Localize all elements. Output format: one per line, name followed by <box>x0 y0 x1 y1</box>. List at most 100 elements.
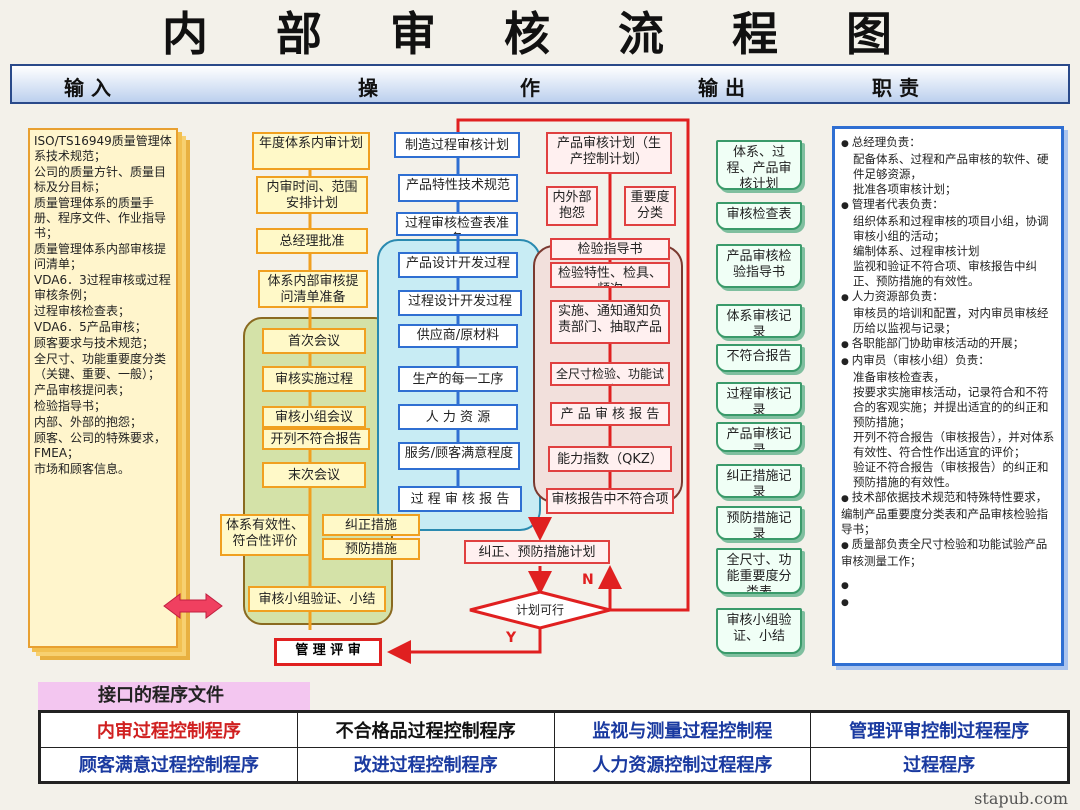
header-output: 输 出 <box>698 76 745 100</box>
resp-line: 质量部负责全尺寸检验和功能试验产品审核测量工作； <box>841 537 1055 569</box>
page-title: 内 部 审 核 流 程 图 <box>161 7 919 61</box>
inspection-feature-box: 检验特性、检具、频次 <box>550 262 670 288</box>
team-verification-box: 审核小组验证、小结 <box>248 586 386 612</box>
nonconformity-items-box: 审核报告中不符合项 <box>546 488 674 514</box>
input-item: 质量管理体系的质量手册、程序文件、作业指导书； <box>34 196 167 240</box>
resp-line: 编制体系、过程审核计划 <box>853 244 980 258</box>
corrective-preventive-plan-box: 纠正、预防措施计划 <box>464 540 610 564</box>
output-nonconformity-doc: 不符合报告 <box>716 344 802 372</box>
yes-label: Y <box>506 630 517 646</box>
input-item: VDA6．3过程审核或过程审核条例； <box>34 273 171 302</box>
interface-table: 内审过程控制程序 不合格品过程控制程序 监视与测量过程控制程 管理评审控制过程程… <box>38 710 1070 784</box>
interface-label: 接口的程序文件 <box>38 682 310 710</box>
input-item: 顾客、公司的特殊要求，FMEA； <box>34 431 167 460</box>
output-verification-doc: 审核小组验证、小结 <box>716 608 802 654</box>
resp-line <box>841 577 1055 594</box>
corrective-action-box: 纠正措施 <box>322 514 420 536</box>
input-item: 顾客要求与技术规范； <box>34 336 155 350</box>
each-process-box: 生产的每一工序 <box>398 366 518 392</box>
management-review-box: 管 理 评 审 <box>274 638 382 666</box>
input-item: 市场和顾客信息。 <box>34 462 131 476</box>
input-item: 过程审核检查表； <box>34 304 131 318</box>
capability-index-box: 能力指数（QKZ） <box>548 446 672 472</box>
interface-cell: 改进过程控制程序 <box>296 746 555 782</box>
watermark: stapub.com <box>974 789 1068 808</box>
implementation-notice-box: 实施、通知通知负责部门、抽取产品 <box>550 300 670 344</box>
customer-satisfaction-box: 服务/顾客满意程度 <box>398 442 520 470</box>
resp-line: 配备体系、过程和产品审核的软件、硬件足够资源， <box>853 152 1049 181</box>
resp-line: 内审员（审核小组）负责： <box>841 353 1055 370</box>
input-item: VDA6．5产品审核； <box>34 320 147 334</box>
team-meeting-box: 审核小组会议 <box>262 406 366 428</box>
input-item: 产品审核提问表； <box>34 383 131 397</box>
output-preventive-record-doc: 预防措施记录 <box>716 506 802 540</box>
manufacturing-audit-plan-box: 制造过程审核计划 <box>394 132 520 158</box>
effectiveness-evaluation-box: 体系有效性、符合性评价 <box>220 514 310 556</box>
resp-line: 批准各项审核计划； <box>853 182 957 196</box>
output-product-record-doc: 产品审核记录 <box>716 422 802 452</box>
resp-line: 人力资源部负责： <box>841 289 1055 306</box>
process-audit-report-box: 过 程 审 核 报 告 <box>398 486 522 512</box>
annual-audit-plan-box: 年度体系内审计划 <box>252 132 370 170</box>
human-resources-box: 人 力 资 源 <box>398 404 518 430</box>
product-audit-report-box: 产 品 审 核 报 告 <box>550 402 670 426</box>
resp-line: 准备审核检查表， <box>853 370 945 384</box>
header-responsibility: 职 责 <box>872 76 919 100</box>
input-item: 检验指导书； <box>34 399 107 413</box>
resp-line: 各职能部门协助审核活动的开展； <box>841 336 1055 353</box>
complaints-box: 内外部抱怨 <box>546 186 598 226</box>
header-operation-2: 作 <box>520 76 540 100</box>
product-design-box: 产品设计开发过程 <box>398 252 518 278</box>
resp-line: 管理者代表负责： <box>841 197 1055 214</box>
input-item: 内部、外部的抱怨； <box>34 415 143 429</box>
opening-meeting-box: 首次会议 <box>262 328 366 354</box>
resp-line <box>841 594 1055 611</box>
double-arrow-icon <box>163 593 223 619</box>
supplier-box: 供应商/原材料 <box>398 324 518 348</box>
gm-approval-box: 总经理批准 <box>256 228 368 254</box>
closing-meeting-box: 末次会议 <box>262 462 366 488</box>
output-inspection-doc: 产品审核检验指导书 <box>716 244 802 288</box>
interface-cell: 监视与测量过程控制程 <box>553 712 812 748</box>
interface-cell: 不合格品过程控制程序 <box>296 712 555 748</box>
resp-line: 组织体系和过程审核的项目小组，协调审核小组的活动； <box>853 214 1049 243</box>
output-system-record-doc: 体系审核记录 <box>716 304 802 338</box>
decision-label: 计划可行 <box>515 603 564 617</box>
input-item: ISO/TS16949质量管理体系技术规范； <box>34 134 172 163</box>
checklist-prep-box: 体系内部审核提问清单准备 <box>258 270 368 308</box>
interface-cell: 内审过程控制程序 <box>40 712 298 748</box>
input-item: 质量管理体系内部审核提问清单； <box>34 242 167 271</box>
input-item: 公司的质量方针、质量目标及分目标； <box>34 165 167 194</box>
process-design-box: 过程设计开发过程 <box>398 290 522 316</box>
resp-line: 按要求实施审核活动，记录符合和不符合的客观实施；并提出适宜的的纠正和预防措施； <box>853 385 1049 429</box>
preventive-action-box: 预防措施 <box>322 538 420 560</box>
column-header-bar: 输 入 操 作 输 出 职 责 <box>10 64 1070 104</box>
output-classification-doc: 全尺寸、功能重要度分类表 <box>716 548 802 594</box>
checklist-prep-box-2: 过程审核检查表准备 <box>396 212 518 236</box>
header-input: 输 入 <box>64 76 111 100</box>
red-loop-line <box>456 118 690 612</box>
input-item: 全尺寸、功能重要度分类（关键、重要、一般）； <box>34 352 167 381</box>
importance-class-box: 重要度分类 <box>624 186 676 226</box>
header-operation-1: 操 <box>358 76 378 100</box>
resp-line: 审核员的培训和配置，对内审员审核经历给以监视与记录； <box>853 306 1049 335</box>
interface-cell: 顾客满意过程控制程序 <box>40 746 298 782</box>
responsibilities-panel: 总经理负责： 配备体系、过程和产品审核的软件、硬件足够资源， 批准各项审核计划；… <box>832 126 1064 666</box>
resp-line: 监视和验证不符合项、审核报告中纠正、预防措施的有效性。 <box>853 259 1037 288</box>
inspection-instruction-box: 检验指导书 <box>550 238 670 260</box>
output-plan-doc: 体系、过程、产品审核计划 <box>716 140 802 190</box>
resp-line: 总经理负责： <box>841 135 1055 152</box>
interface-cell: 人力资源控制过程程序 <box>553 746 812 782</box>
nonconformity-report-box: 开列不符合报告 <box>262 428 370 450</box>
yes-branch-line <box>387 628 542 664</box>
interface-cell: 管理评审控制过程程序 <box>810 712 1068 748</box>
resp-line: 技术部依据技术规范和特殊特性要求，编制产品重要度分类表和产品审核检验指导书； <box>841 490 1055 537</box>
resp-line: 开列不符合报告（审核报告），并对体系有效性、符合性作出适宜的评价； <box>853 430 1055 459</box>
resp-line: 验证不符合报告（审核报告）的纠正和预防措施的有效性。 <box>853 460 1049 489</box>
output-process-record-doc: 过程审核记录 <box>716 382 802 416</box>
no-label: N <box>582 572 594 588</box>
audit-schedule-box: 内审时间、范围安排计划 <box>256 176 368 214</box>
output-corrective-record-doc: 纠正措施记录 <box>716 464 802 498</box>
input-documents-list: ISO/TS16949质量管理体系技术规范； 公司的质量方针、质量目标及分目标；… <box>28 128 178 648</box>
output-checklist-doc: 审核检查表 <box>716 202 802 230</box>
